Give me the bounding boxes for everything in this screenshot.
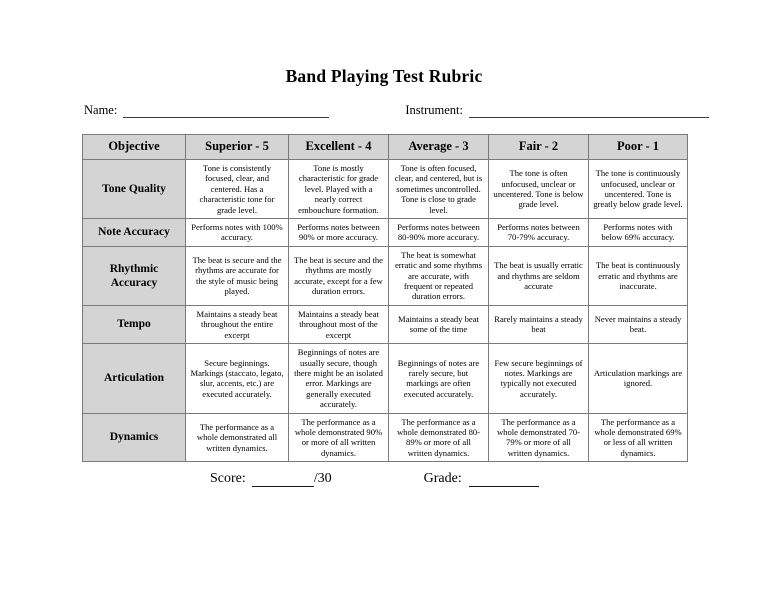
- cell-tempo-1[interactable]: Never maintains a steady beat.: [588, 304, 688, 345]
- header-objective: Objective: [82, 134, 186, 160]
- cell-tempo-3[interactable]: Maintains a steady beat some of the time: [388, 304, 489, 345]
- cell-dynamics-5[interactable]: The performance as a whole demonstrated …: [185, 412, 289, 463]
- cell-tempo-5[interactable]: Maintains a steady beat throughout the e…: [185, 304, 289, 345]
- table-row: Rhythmic Accuracy The beat is secure and…: [82, 245, 688, 306]
- cell-tone-quality-3[interactable]: Tone is often focused, clear, and center…: [388, 158, 489, 220]
- cell-articulation-4[interactable]: Beginnings of notes are usually secure, …: [288, 343, 389, 414]
- cell-articulation-1[interactable]: Articulation markings are ignored.: [588, 343, 688, 414]
- identity-line: Name: Instrument:: [84, 98, 709, 118]
- header-superior-5: Superior - 5: [185, 134, 289, 160]
- cell-tempo-4[interactable]: Maintains a steady beat throughout most …: [288, 304, 389, 345]
- instrument-field-group: Instrument:: [405, 103, 709, 118]
- cell-rhythmic-accuracy-1[interactable]: The beat is continuously erratic and rhy…: [588, 245, 688, 306]
- table-row: Tempo Maintains a steady beat throughout…: [82, 304, 688, 345]
- cell-rhythmic-accuracy-3[interactable]: The beat is somewhat erratic and some rh…: [388, 245, 489, 306]
- row-label-rhythmic-accuracy: Rhythmic Accuracy: [82, 245, 186, 306]
- cell-articulation-5[interactable]: Secure beginnings. Markings (staccato, l…: [185, 343, 289, 414]
- row-label-articulation: Articulation: [82, 343, 186, 414]
- table-row: Articulation Secure beginnings. Markings…: [82, 343, 688, 414]
- cell-dynamics-2[interactable]: The performance as a whole demonstrated …: [488, 412, 589, 463]
- cell-note-accuracy-1[interactable]: Performs notes with below 69% accuracy.: [588, 218, 688, 247]
- score-input-line[interactable]: [251, 471, 314, 487]
- cell-note-accuracy-5[interactable]: Performs notes with 100% accuracy.: [185, 218, 289, 247]
- cell-note-accuracy-3[interactable]: Performs notes between 80-90% more accur…: [388, 218, 489, 247]
- cell-tone-quality-2[interactable]: The tone is often unfocused, unclear or …: [488, 158, 589, 220]
- header-average-3: Average - 3: [388, 134, 489, 160]
- page-title: Band Playing Test Rubric: [285, 66, 483, 86]
- name-field-group: Name:: [84, 103, 330, 118]
- cell-rhythmic-accuracy-2[interactable]: The beat is usually erratic and rhythms …: [488, 245, 589, 306]
- score-footer: Score: /30 Grade:: [82, 470, 687, 487]
- row-label-note-accuracy: Note Accuracy: [82, 218, 186, 247]
- cell-note-accuracy-4[interactable]: Performs notes between 90% or more accur…: [288, 218, 389, 247]
- cell-articulation-2[interactable]: Few secure beginnings of notes. Markings…: [488, 343, 589, 414]
- table-header-row: Objective Superior - 5 Excellent - 4 Ave…: [82, 134, 688, 160]
- cell-tone-quality-1[interactable]: The tone is continuously unfocused, uncl…: [588, 158, 688, 220]
- grade-input-line[interactable]: [468, 471, 539, 487]
- name-label: Name:: [84, 103, 118, 117]
- score-field-group: Score: /30: [210, 470, 332, 487]
- cell-dynamics-4[interactable]: The performance as a whole demonstrated …: [288, 412, 389, 463]
- table-row: Dynamics The performance as a whole demo…: [82, 412, 688, 463]
- instrument-label: Instrument:: [405, 103, 463, 117]
- cell-tone-quality-5[interactable]: Tone is consistently focused, clear, and…: [185, 158, 289, 220]
- cell-rhythmic-accuracy-5[interactable]: The beat is secure and the rhythms are a…: [185, 245, 289, 306]
- cell-dynamics-3[interactable]: The performance as a whole demonstrated …: [388, 412, 489, 463]
- score-total: /30: [313, 471, 332, 486]
- cell-note-accuracy-2[interactable]: Performs notes between 70-79% accuracy.: [488, 218, 589, 247]
- cell-tone-quality-4[interactable]: Tone is mostly characteristic for grade …: [288, 158, 389, 220]
- header-excellent-4: Excellent - 4: [288, 134, 389, 160]
- header-fair-2: Fair - 2: [488, 134, 589, 160]
- table-row: Tone Quality Tone is consistently focuse…: [82, 158, 688, 220]
- table-row: Note Accuracy Performs notes with 100% a…: [82, 218, 688, 247]
- cell-dynamics-1[interactable]: The performance as a whole demonstrated …: [588, 412, 688, 463]
- grade-label: Grade:: [423, 471, 462, 486]
- cell-articulation-3[interactable]: Beginnings of notes are rarely secure, b…: [388, 343, 489, 414]
- row-label-tempo: Tempo: [82, 304, 186, 345]
- grade-field-group: Grade:: [424, 470, 539, 487]
- cell-rhythmic-accuracy-4[interactable]: The beat is secure and the rhythms are m…: [288, 245, 389, 306]
- rubric-table: Objective Superior - 5 Excellent - 4 Ave…: [82, 134, 688, 463]
- score-label: Score:: [210, 471, 246, 486]
- name-input-line[interactable]: [123, 104, 330, 118]
- instrument-input-line[interactable]: [468, 104, 709, 118]
- header-poor-1: Poor - 1: [588, 134, 688, 160]
- row-label-dynamics: Dynamics: [82, 412, 186, 463]
- cell-tempo-2[interactable]: Rarely maintains a steady beat: [488, 304, 589, 345]
- row-label-tone-quality: Tone Quality: [82, 158, 186, 220]
